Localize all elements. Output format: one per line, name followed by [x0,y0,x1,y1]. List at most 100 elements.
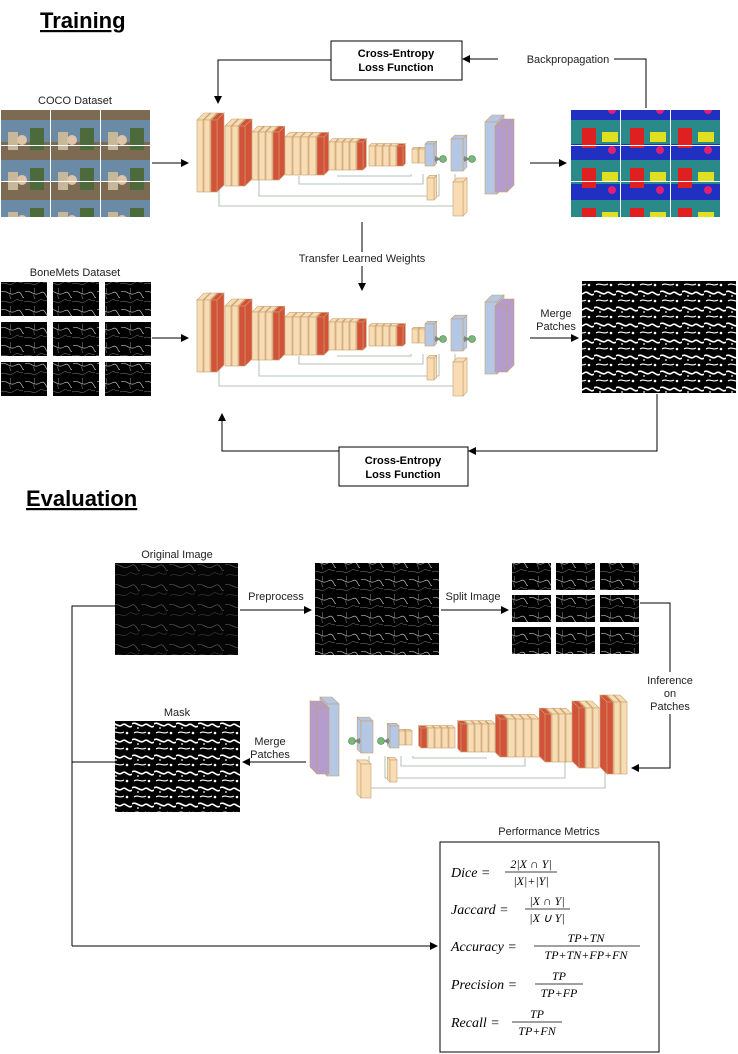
backprop-arrow [462,55,647,108]
unet-finetune-enc-4-slab-front [300,316,309,356]
unet-evaluation-enc-5 [456,719,496,753]
unet-training-up-1 [426,174,438,201]
accuracy-name: Accuracy = [450,940,517,955]
unet-evaluation-skip-3 [412,756,487,759]
unet-training-dec-1-slab-front [411,148,419,164]
loss-top-line2: Loss Function [358,62,433,74]
dice-denominator: |X|+|Y| [513,874,548,888]
unet-training-enc-4-slab [316,131,330,176]
unet-evaluation-enc-4-slab-front [523,718,532,758]
precision-numerator: TP [552,969,567,983]
unet-training-bottleneck-slab-front [389,145,397,167]
unet-finetune-dec-1 [411,326,428,344]
segmentation-output-grid-tile [571,110,620,145]
unet-finetune-bottleneck-slab-front [368,325,376,347]
segmentation-output-grid-tile [621,182,670,217]
unet-evaluation [309,694,628,799]
bonemets-patch-grid-tile [1,322,47,356]
recall-numerator: TP [530,1007,545,1021]
unet-finetune-dec-blue-2-front [450,318,464,352]
unet-evaluation-enc-1 [599,694,628,775]
unet-evaluation-dec-blue-2 [356,716,374,754]
merged-mask-train [582,281,736,393]
unet-evaluation-enc-5-slab-front [474,723,482,753]
unet-evaluation-enc-4-slab-front [531,718,540,758]
unet-training-enc-5-slab [356,137,368,171]
accuracy-denominator: TP+TN+FP+FN [545,948,629,962]
unet-training-enc-3-slab-front [258,131,266,181]
unet-finetune-enc-4-slab [316,311,330,356]
unet-training-enc-5-slab-front [335,141,343,171]
unet-finetune-enc-5-slab-front [335,321,343,351]
unet-evaluation-bottleneck-slab-side [418,724,422,749]
unet-finetune-enc-4-slab-front [284,316,293,356]
unet-finetune-bottleneck-slab [396,322,407,347]
inference-arrow [631,714,671,772]
unet-evaluation-enc-1-slab-front [613,701,621,775]
unet-finetune-enc-5-slab-front [328,321,336,351]
unet-training-output-layer-side [506,118,515,193]
unet-finetune-enc-2-slab-front [238,305,246,367]
mask-label: Mask [164,707,191,719]
bonemets-patch-grid-tile [1,362,47,396]
unet-finetune-enc-5-slab-front [349,321,357,351]
unet-training-enc-1-slab [210,112,225,193]
unet-finetune-up-2-front [452,361,464,397]
unet-training-enc-4-slab-front [316,136,325,176]
unet-finetune-bottleneck [368,322,407,347]
unet-training-enc-1-slab-front [203,119,211,193]
train-merge-label-1: Merge [540,308,571,320]
unet-finetune-dec-1-slab [411,326,421,344]
unet-training-dec-blue-2-side [462,134,468,172]
unet-evaluation-bottleneck-slab-front [427,727,435,749]
unet-training-up-2 [452,177,468,217]
segmentation-output-grid-tile [671,146,720,181]
unet-finetune-concat-node-1 [439,335,447,343]
precision-denominator: TP+FP [541,986,578,1000]
unet-evaluation-enc-5-slab-front [467,723,475,753]
coco-image-grid-tile [51,182,100,217]
unet-finetune-enc-1-slab-front [196,299,204,373]
unet-evaluation-enc-3-slab-side [538,707,546,763]
coco-image-grid-tile [1,182,50,217]
unet-evaluation-up-2 [356,759,372,799]
unet-finetune-output-layer [494,298,515,373]
heading-training: Training [40,8,126,33]
unet-evaluation-dec-blue-1-side [387,722,391,749]
metric-recall: Recall = TP TP+FN [450,1007,562,1038]
unet-evaluation-enc-2-slab-front [578,707,586,769]
unet-training-enc-2 [224,118,253,187]
split-patch-grid [512,563,639,654]
unet-finetune-enc-2 [224,298,253,367]
coco-image-grid [1,110,150,217]
unet-training-skip-1 [258,174,440,197]
segmentation-output-grid-tile [671,110,720,145]
unet-finetune-enc-1-slab-front [203,299,211,373]
unet-evaluation-enc-5-slab-front [488,723,496,753]
unet-finetune-enc-4-slab-front [292,316,301,356]
unet-finetune-bottleneck-slab-front [389,325,397,347]
unet-evaluation-enc-1-slab-side [599,694,608,775]
unet-evaluation-enc-3-slab [538,707,552,763]
unet-training-enc-3-slab-front [272,131,280,181]
unet-evaluation-enc-1-slab [599,694,614,775]
preprocess-label: Preprocess [248,591,304,603]
unet-training-dec-blue-2 [450,134,468,172]
unet-evaluation-enc-3 [538,707,573,763]
unet-training-enc-4-slab-front [292,136,301,176]
bonemets-patch-grid-tile [53,322,99,356]
unet-finetune [196,292,515,397]
loss-top-line1: Cross-Entropy [358,48,435,60]
unet-finetune-enc-3-slab-front [251,311,259,361]
unet-training-bottleneck-slab [396,142,407,167]
unet-training-enc-4-slab-front [284,136,293,176]
metric-precision: Precision = TP TP+FP [450,969,583,1000]
unet-evaluation-enc-5-slab-side [457,719,462,753]
unet-training-up-2-front [452,181,464,217]
unet-evaluation-enc-2-slab-front [585,707,593,769]
unet-finetune-enc-1 [196,292,225,373]
inference-label-bg [640,672,700,714]
unet-training-dec-blue-1 [424,140,438,167]
unet-evaluation-enc-2-slab [571,700,586,769]
